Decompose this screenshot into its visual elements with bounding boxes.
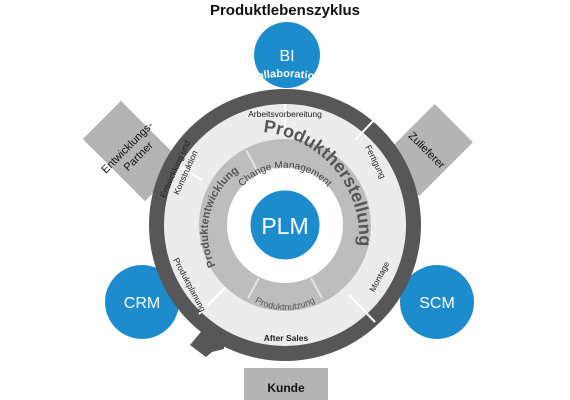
plm-label: PLM xyxy=(261,213,308,239)
inner-ring-dividers xyxy=(245,149,323,299)
plm-core[interactable] xyxy=(247,187,323,263)
scm-circle[interactable]: SCM xyxy=(400,265,474,339)
segment-arbeitsvorbereitung: Arbeitsvorbereitung xyxy=(248,109,322,119)
kunde-box[interactable]: Kunde xyxy=(244,368,328,400)
bi-circle[interactable]: BI xyxy=(254,22,320,88)
crm-circle[interactable]: CRM xyxy=(105,265,179,339)
segment-after-sales: After Sales xyxy=(264,333,309,343)
scm-label: SCM xyxy=(419,295,455,312)
bi-label: BI xyxy=(279,48,294,65)
page-title: Produktlebenszyklus xyxy=(209,2,361,19)
kunde-label: Kunde xyxy=(267,381,305,395)
segment-dividers xyxy=(180,104,377,323)
crm-label: CRM xyxy=(124,295,160,312)
cycle-arrow-icon xyxy=(190,327,225,357)
